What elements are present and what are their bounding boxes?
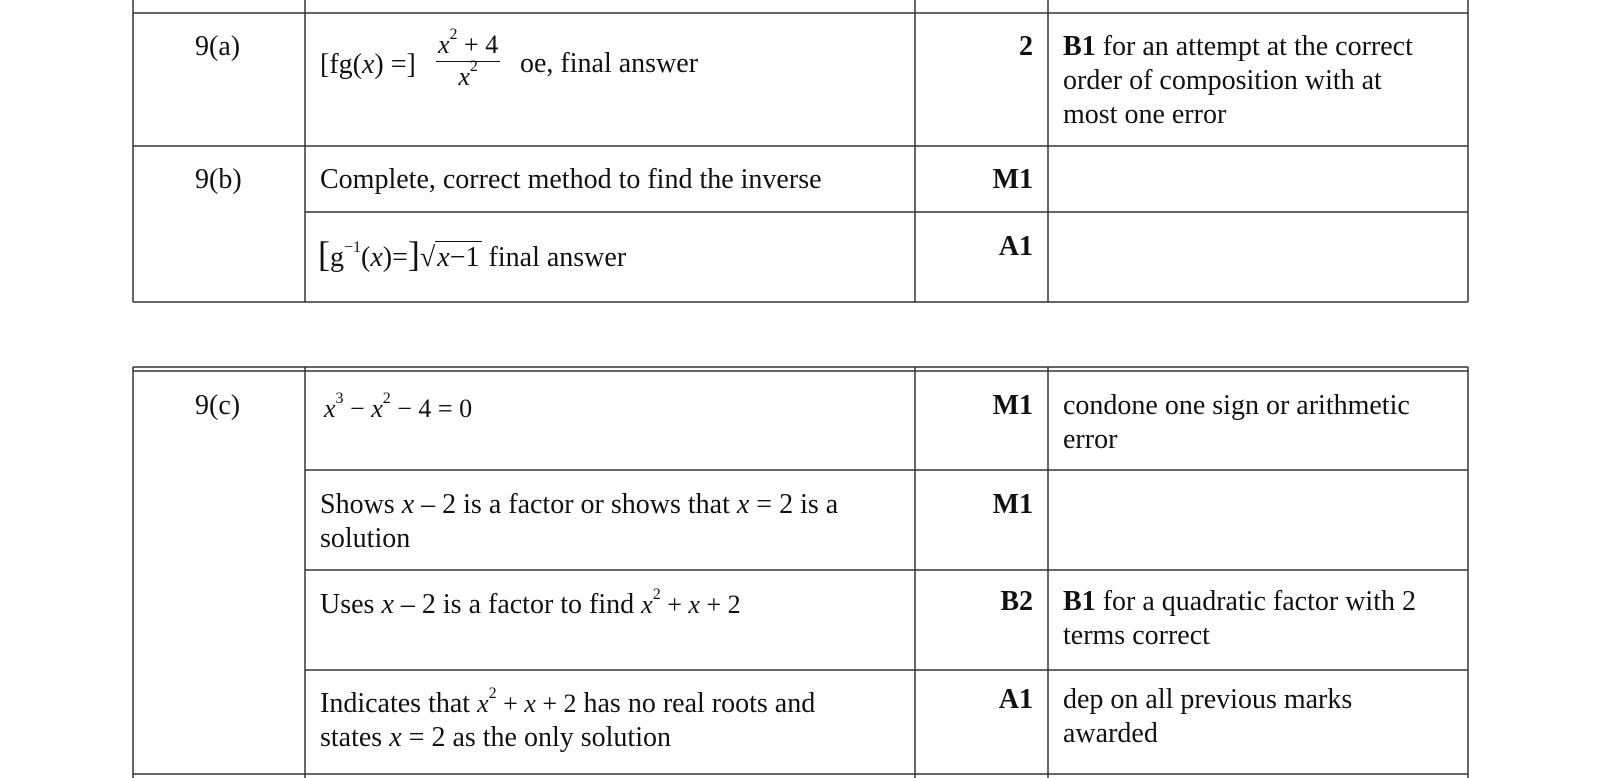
mark-value: B2 [1000,586,1033,617]
eq-var-1: x [324,394,336,423]
exp: 2 [488,685,497,703]
text-a: Shows [320,489,402,520]
answer-suffix: oe, final answer [520,48,699,79]
guidance-line-1: B1 for an attempt at the correct [1063,30,1413,64]
var-x: x [381,589,394,620]
sqrt-symbol: √x−1 [419,241,482,273]
var-x: x [736,489,750,520]
mark-value: 2 [1019,31,1033,62]
mark-value: M1 [992,164,1033,195]
inverse-close: )= [382,242,408,273]
inverse-var: x [370,242,383,273]
guidance-line-2: order of composition with at [1063,65,1382,96]
answer-line-1: Indicates that x2 + x + 2 has no real ro… [320,685,816,721]
question-number: 9(b) [195,164,242,195]
frac-num-var: x [438,30,450,59]
var-x: x [524,689,536,718]
guidance-line-2: awarded [1063,718,1158,749]
text-b: = 2 as the only solution [401,722,671,753]
inverse-suffix: final answer [488,242,627,273]
guidance-line-1: dep on all previous marks [1063,684,1353,715]
guidance-line-2: error [1063,424,1118,455]
guidance-line-2: terms correct [1063,620,1210,651]
text-a: Indicates that [320,688,478,719]
inverse-paren: ( [361,242,371,273]
answer-line-2: states x = 2 as the only solution [320,721,671,755]
var-x: x [688,590,700,619]
answer-line: Uses x – 2 is a factor to find x2 + x + … [320,586,741,622]
plus: + [496,689,525,718]
mark-value: M1 [992,390,1033,421]
guidance-line-1: condone one sign or arithmetic [1063,390,1410,421]
eq-exp-1: 3 [335,390,344,408]
cubic-equation: x3 − x2 − 4 = 0 [324,390,473,426]
fraction: x2 + 4 x2 [432,27,504,91]
guidance-text: for an attempt at the correct [1095,31,1413,62]
eq-mid: − [343,394,372,423]
frac-den-var: x [458,62,470,91]
answer-prefix: [fg( [320,49,362,80]
answer-line-1: Shows x – 2 is a factor or shows that x … [320,488,838,522]
mark-value: A1 [998,684,1033,715]
guidance-line-3: most one error [1063,99,1227,130]
exp: 2 [652,586,661,604]
guidance-text: for a quadratic factor with 2 [1095,586,1416,617]
guidance-bold: B1 [1063,586,1096,617]
question-number: 9(c) [195,390,241,421]
answer-mid: ) =] [374,49,416,80]
inverse-expression: [g−1(x)=]√x−1 final answer [318,234,627,274]
frac-num-rest: + 4 [457,30,499,59]
plus: + [660,590,689,619]
frac-num-exp: 2 [449,26,458,44]
sqrt-rest: −1 [449,242,480,273]
frac-den-exp: 2 [469,58,478,76]
text-a: states [320,722,390,753]
question-number: 9(a) [195,31,241,62]
mark-value: M1 [992,489,1033,520]
sqrt-var: x [437,242,450,273]
text-b: – 2 is a factor to find [393,589,642,620]
text-b: has no real roots and [583,688,816,719]
mark-value: A1 [998,231,1033,262]
answer-var: x [361,49,375,80]
answer-fg-expression: [fg(x) =] [320,48,416,82]
plus-two: + 2 [699,590,741,619]
var-x: x [477,689,489,718]
guidance-bold: B1 [1063,31,1096,62]
eq-end: − 4 = 0 [390,394,473,423]
answer-text: Complete, correct method to find the inv… [320,164,822,195]
text-b: – 2 is a factor or shows that [414,489,737,520]
guidance-line-1: B1 for a quadratic factor with 2 [1063,585,1416,619]
eq-var-2: x [371,394,383,423]
plus-two: + 2 [535,689,577,718]
inverse-exp: −1 [344,238,362,256]
inverse-g: g [330,242,344,273]
var-x: x [401,489,415,520]
eq-exp-2: 2 [382,390,391,408]
text-a: Uses [320,589,382,620]
var-x: x [389,722,402,753]
var-x: x [641,590,653,619]
answer-line-2: solution [320,523,411,554]
text-c: = 2 is a [749,489,839,520]
